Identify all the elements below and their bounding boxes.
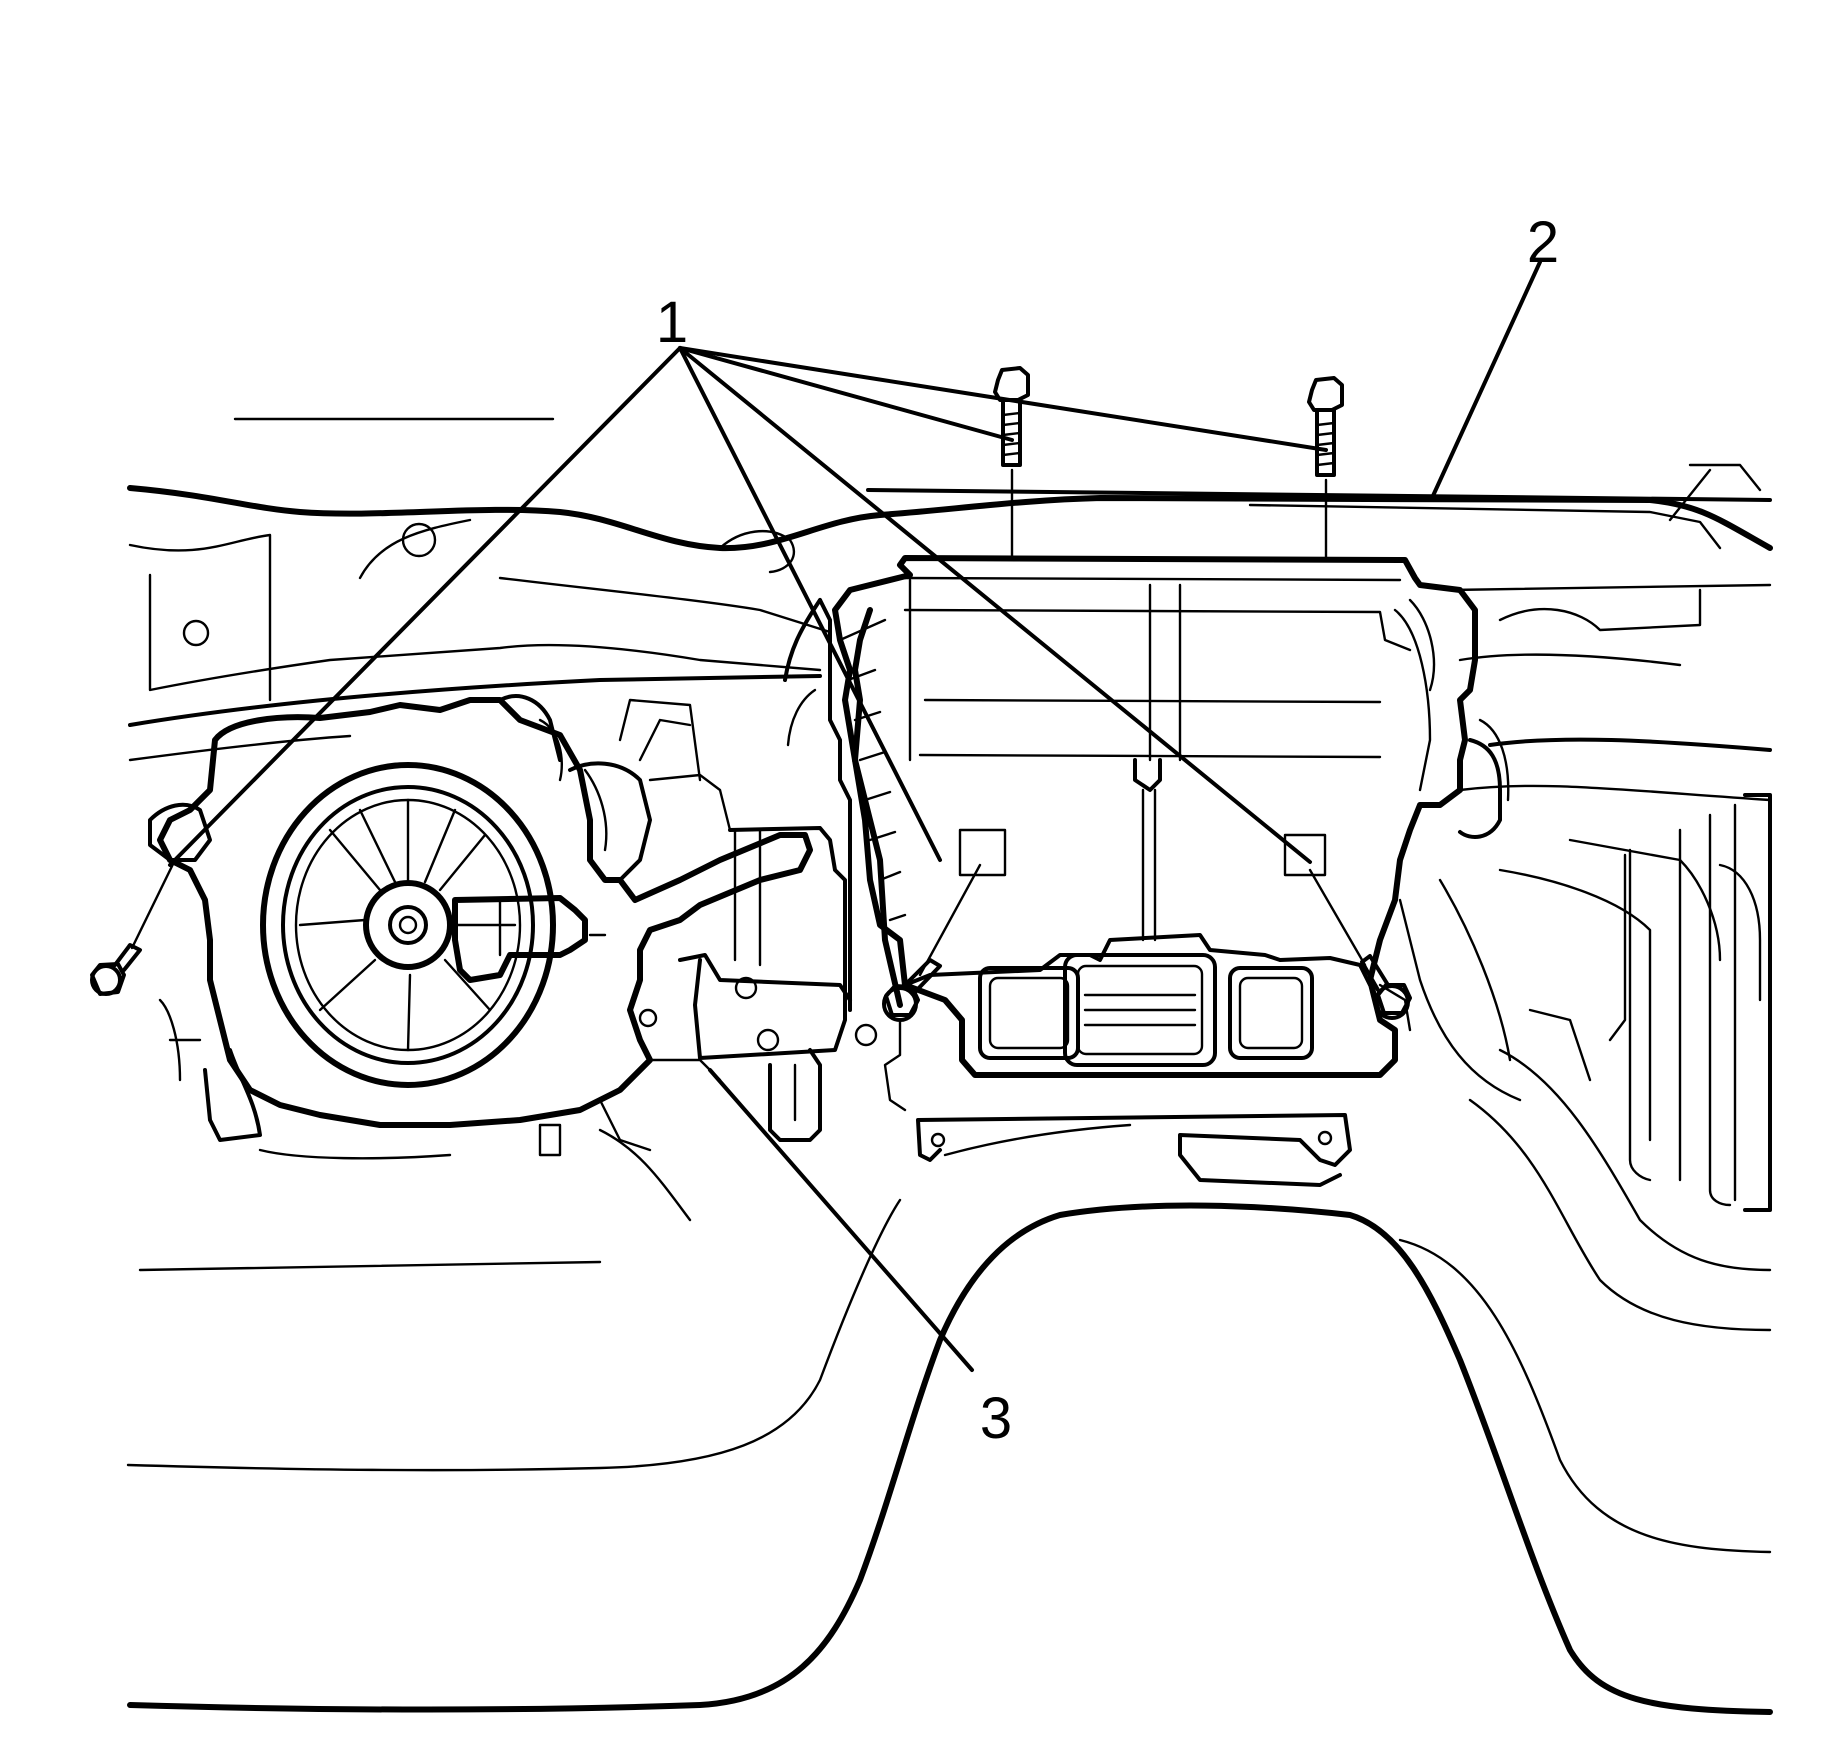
outlet-center (1063, 953, 1217, 1067)
leader-1-to-bolt-4 (678, 346, 942, 862)
center-duct-panel (638, 598, 907, 1142)
fan-blades (298, 798, 517, 1052)
bolt-4 (882, 863, 982, 1022)
leader-3-to-blower (708, 1068, 974, 1372)
right-ducting (1398, 793, 1772, 1212)
bolt-3 (90, 858, 177, 996)
outlet-right (1228, 966, 1314, 1060)
callout-2: 2 (1527, 210, 1559, 275)
blower-motor-connector (452, 895, 588, 983)
leader-2-to-hvac-module (1430, 260, 1542, 500)
callout-1: 1 (656, 290, 688, 355)
hvac-module (832, 555, 1510, 1187)
panel-hole (401, 522, 437, 558)
panel-hole (182, 619, 210, 647)
floor-pan (126, 1048, 1773, 1715)
bolt-1 (993, 366, 1030, 562)
instrument-panel-structure (127, 417, 1773, 802)
leader-1-to-bolt-5 (678, 346, 1312, 864)
leader-1-to-bolt-2 (678, 346, 1328, 452)
blower-motor-hub (363, 880, 453, 970)
bolt-5 (1308, 868, 1412, 1020)
blower-assembly (148, 694, 813, 1160)
blower-fan-wheel (260, 762, 556, 1088)
bolt-2 (1307, 376, 1344, 562)
leader-lines (168, 260, 1542, 1372)
leader-1-to-bolt-3 (168, 346, 682, 867)
callout-3: 3 (980, 1386, 1012, 1451)
leader-1-to-bolt-1 (678, 346, 1014, 442)
